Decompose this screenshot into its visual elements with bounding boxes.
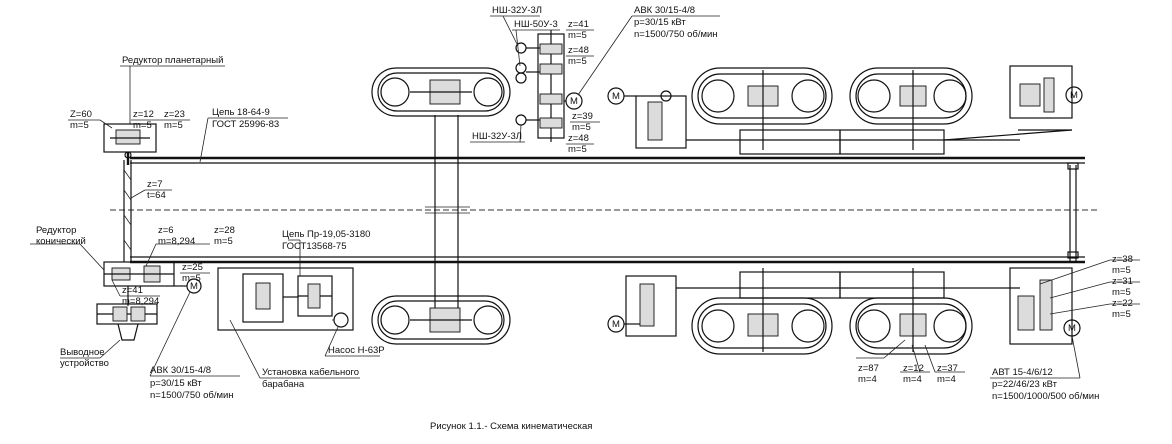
label-z12-bottom-m: m=4 bbox=[903, 374, 922, 385]
motor-label-bottom-right: М bbox=[612, 319, 620, 330]
label-z28-m: m=5 bbox=[214, 236, 233, 247]
label-conic-reducer-a: Редуктор bbox=[36, 225, 76, 236]
label-z31-m: m=5 bbox=[1112, 287, 1131, 298]
label-z37-m: m=4 bbox=[937, 374, 956, 385]
label-cable-drum-a: Установка кабельного bbox=[262, 367, 359, 378]
label-chain-1-b: ГОСТ 25996-83 bbox=[212, 119, 279, 130]
label-z38-m: m=5 bbox=[1112, 265, 1131, 276]
label-z48-b: z=48 bbox=[568, 133, 589, 144]
label-z41-top-m: m=5 bbox=[568, 30, 587, 41]
label-avt-c: n=1500/1000/500 об/мин bbox=[992, 391, 1099, 402]
output-device bbox=[96, 303, 158, 341]
label-avk-left-c: n=1500/750 об/мин bbox=[150, 390, 234, 401]
label-avk-left-b: p=30/15 кВт bbox=[150, 378, 202, 389]
label-z22: z=22 bbox=[1112, 298, 1133, 309]
track-top-left bbox=[371, 67, 511, 117]
track-bottom-right bbox=[849, 268, 973, 355]
label-chain-2-a: Цепь Пр-19,05-3180 bbox=[282, 229, 370, 240]
label-z41-left-m: m=8,294 bbox=[122, 296, 159, 307]
label-z48-a: z=48 bbox=[568, 45, 589, 56]
label-z6: z=6 bbox=[158, 225, 174, 236]
label-z41-left: z=41 bbox=[122, 285, 143, 296]
label-z87: z=87 bbox=[858, 363, 879, 374]
leader-lines bbox=[30, 15, 1140, 379]
label-z48-b-m: m=5 bbox=[568, 144, 587, 155]
label-avk-top-b: p=30/15 кВт bbox=[634, 17, 686, 28]
label-z22-m: m=5 bbox=[1112, 309, 1131, 320]
main-frame bbox=[110, 156, 1100, 264]
bottom-right-drive bbox=[607, 267, 1081, 345]
motor-label-pump: М bbox=[570, 96, 578, 107]
label-z60-m: m=5 bbox=[70, 120, 89, 131]
label-z7: z=7 bbox=[147, 179, 163, 190]
label-nsh32-top: НШ-32У-3Л bbox=[492, 5, 542, 16]
planetary-reducer bbox=[103, 123, 157, 165]
label-avk-top-a: АВК 30/15-4/8 bbox=[634, 5, 695, 16]
label-z23-m: m=5 bbox=[164, 120, 183, 131]
label-z37: z=37 bbox=[937, 363, 958, 374]
label-output-device-a: Выводное bbox=[60, 347, 105, 358]
track-bottom-mid bbox=[691, 268, 833, 355]
vertical-chain bbox=[123, 160, 132, 262]
label-z12-top-m: m=5 bbox=[133, 120, 152, 131]
label-planetary-reducer: Редуктор планетарный bbox=[122, 55, 223, 66]
label-nsh32-bottom: НШ-32У-3Л bbox=[472, 131, 522, 142]
cable-drum-unit bbox=[217, 267, 354, 331]
label-z6-m: m=8,294 bbox=[158, 236, 195, 247]
track-top-mid bbox=[691, 67, 833, 150]
track-top-right bbox=[849, 67, 973, 150]
motor-label-avt: М bbox=[1068, 323, 1076, 334]
motor-label-top-right: М bbox=[612, 91, 620, 102]
label-z31: z=31 bbox=[1112, 276, 1133, 287]
track-bottom-left bbox=[371, 295, 511, 345]
conic-reducer bbox=[103, 261, 202, 306]
label-z38: z=38 bbox=[1112, 254, 1133, 265]
top-right-drive bbox=[607, 65, 1083, 155]
label-t64: t=64 bbox=[147, 190, 166, 201]
label-z39-m: m=5 bbox=[572, 122, 591, 133]
pump-gearbox bbox=[515, 30, 583, 142]
label-avk-left-a: АВК 30/15-4/8 bbox=[150, 365, 211, 376]
label-z12-top: z=12 bbox=[133, 109, 154, 120]
label-nsh50: НШ-50У-3 bbox=[514, 19, 558, 30]
label-z60: Z=60 bbox=[70, 109, 92, 120]
label-chain-2-b: ГОСТ13568-75 bbox=[282, 241, 347, 252]
motor-label-far-right: М bbox=[1070, 90, 1078, 101]
label-z48-a-m: m=5 bbox=[568, 56, 587, 67]
label-z25: z=25 bbox=[182, 262, 203, 273]
figure-caption: Рисунок 1.1.- Схема кинематическая bbox=[430, 421, 592, 432]
label-chain-1-a: Цепь 18-64-9 bbox=[212, 107, 270, 118]
label-z25-m: m=5 bbox=[182, 273, 201, 284]
label-z41-top: z=41 bbox=[568, 19, 589, 30]
label-avt-a: АВТ 15-4/6/12 bbox=[992, 367, 1053, 378]
label-z39: z=39 bbox=[572, 111, 593, 122]
label-avt-b: p=22/46/23 кВт bbox=[992, 379, 1058, 390]
label-output-device-b: устройство bbox=[60, 358, 109, 369]
motor-label-left: М bbox=[190, 281, 198, 292]
label-cable-drum-b: барабана bbox=[262, 379, 305, 390]
label-pump: Насос Н-63Р bbox=[328, 345, 385, 356]
label-conic-reducer-b: конический bbox=[36, 236, 86, 247]
center-shaft bbox=[425, 115, 470, 320]
label-avk-top-c: n=1500/750 об/мин bbox=[634, 29, 718, 40]
label-z12-bottom: z=12 bbox=[903, 363, 924, 374]
label-z28: z=28 bbox=[214, 225, 235, 236]
label-z87-m: m=4 bbox=[858, 374, 877, 385]
label-z23: z=23 bbox=[164, 109, 185, 120]
